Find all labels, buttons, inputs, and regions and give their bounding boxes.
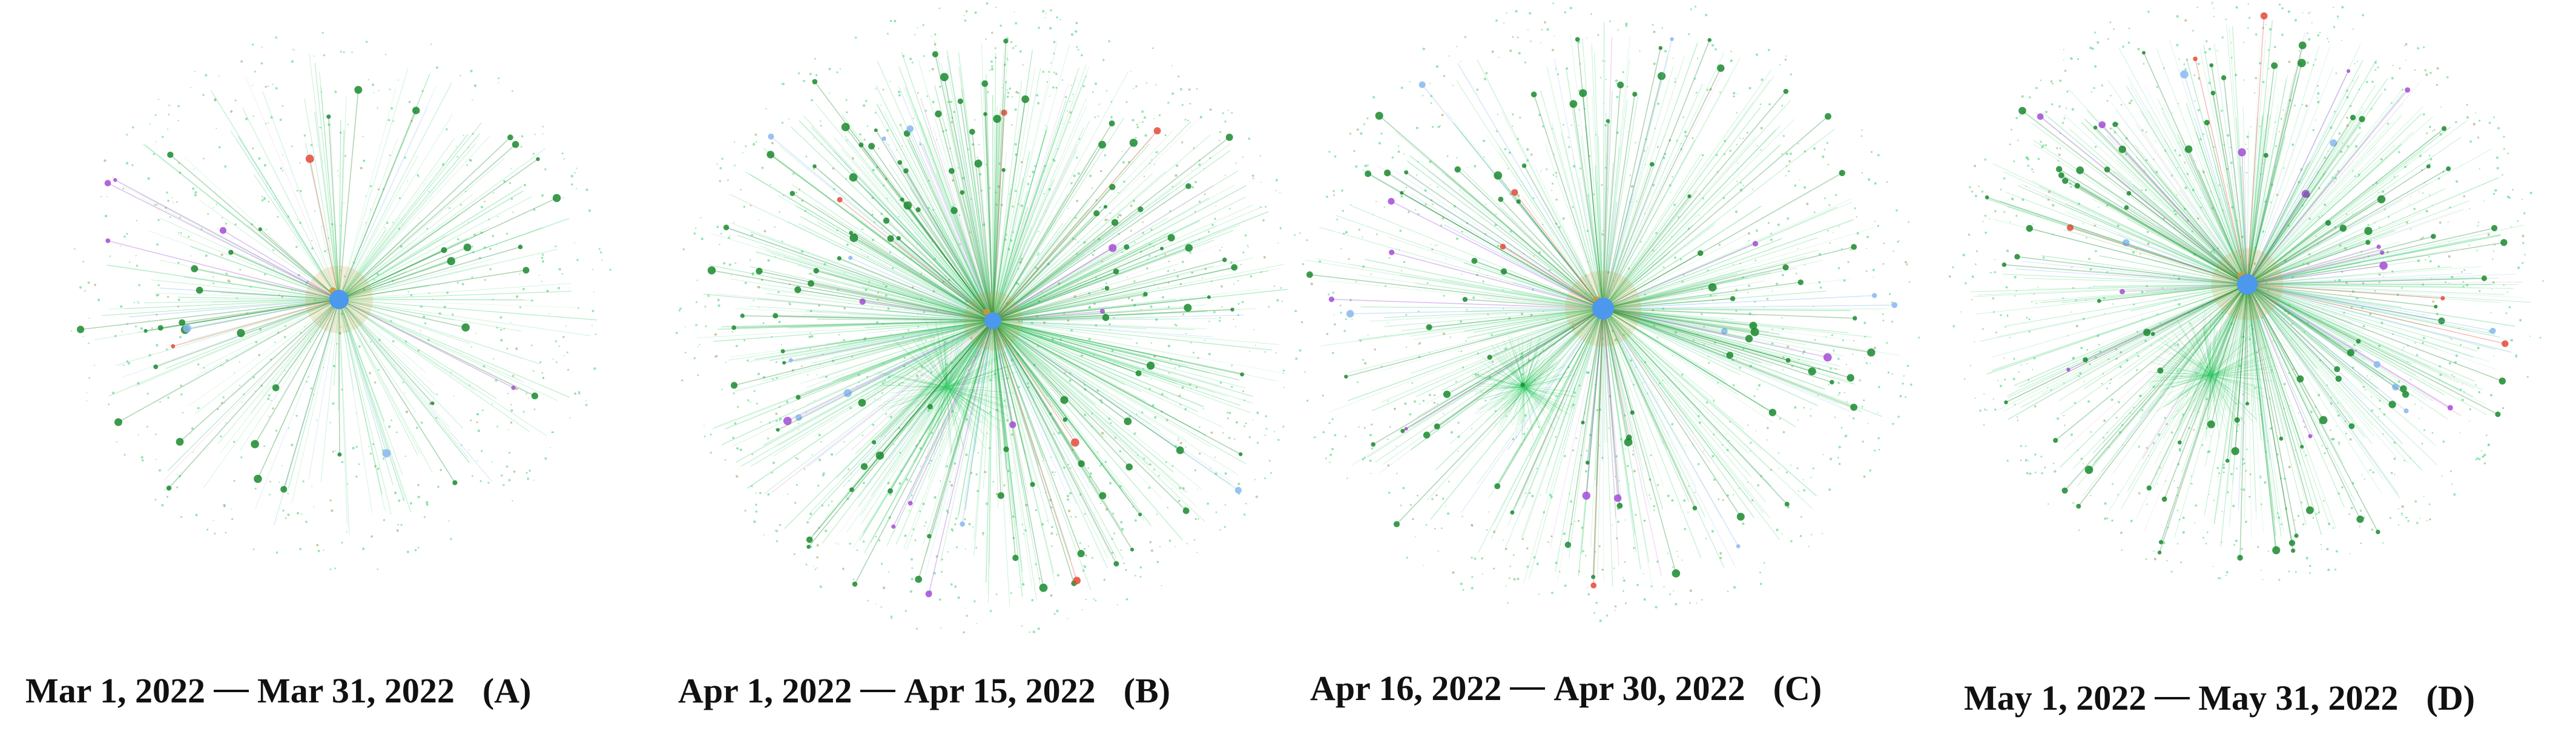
sub-hubs [1306, 37, 1898, 589]
edge-layer [1305, 22, 1900, 589]
caption-b-tag: (B) [1123, 671, 1171, 710]
caption-b-end: Apr 15, 2022 [904, 671, 1096, 710]
central-hub-node [329, 290, 349, 309]
caption-b-start: Apr 1, 2022 [678, 671, 852, 710]
sub-hubs [76, 86, 561, 493]
caption-b: Apr 1, 2022 Apr 15, 2022 (B) [678, 670, 1170, 711]
network-graph-c [1294, 2, 1920, 623]
network-graph-b [676, 2, 1288, 633]
caption-d-tag: (D) [2426, 678, 2476, 718]
caption-c: Apr 16, 2022 Apr 30, 2022 (C) [1310, 668, 1822, 708]
edge-layer [94, 54, 598, 535]
network-panel-d: May 1, 2022 May 31, 2022 (D) [1932, 0, 2576, 746]
caption-c-end: Apr 30, 2022 [1553, 669, 1745, 708]
caption-c-dash [1510, 687, 1546, 690]
caption-a-start: Mar 1, 2022 [25, 671, 205, 710]
edge-layer [697, 40, 1288, 607]
central-hub-node [2237, 274, 2258, 295]
network-panel-c: Apr 16, 2022 Apr 30, 2022 (C) [1288, 0, 1932, 746]
edge-layer [1969, 21, 2531, 551]
caption-a-dash [213, 689, 249, 692]
caption-c-tag: (C) [1773, 669, 1822, 708]
caption-d: May 1, 2022 May 31, 2022 (D) [1964, 678, 2475, 718]
caption-d-dash [2155, 696, 2190, 699]
central-hub-node [984, 312, 1001, 329]
network-graph-d [1948, 1, 2545, 581]
node-dust [1294, 2, 1920, 623]
network-panel-b: Apr 1, 2022 Apr 15, 2022 (B) [644, 0, 1288, 746]
caption-a: Mar 1, 2022 Mar 31, 2022 (A) [25, 670, 531, 711]
caption-c-start: Apr 16, 2022 [1310, 669, 1502, 708]
network-graph-a [71, 31, 611, 571]
caption-d-end: May 31, 2022 [2198, 678, 2399, 718]
node-dust [1948, 1, 2545, 581]
caption-a-end: Mar 31, 2022 [257, 671, 455, 710]
node-dust [71, 31, 611, 571]
node-dust [676, 2, 1285, 633]
network-panel-a: Mar 1, 2022 Mar 31, 2022 (A) [0, 0, 644, 746]
caption-a-tag: (A) [482, 671, 532, 710]
caption-b-dash [860, 689, 896, 692]
sub-hubs [1985, 12, 2509, 561]
sub-hubs [707, 38, 1244, 598]
central-hub-node [1592, 298, 1614, 319]
caption-d-start: May 1, 2022 [1964, 678, 2147, 718]
